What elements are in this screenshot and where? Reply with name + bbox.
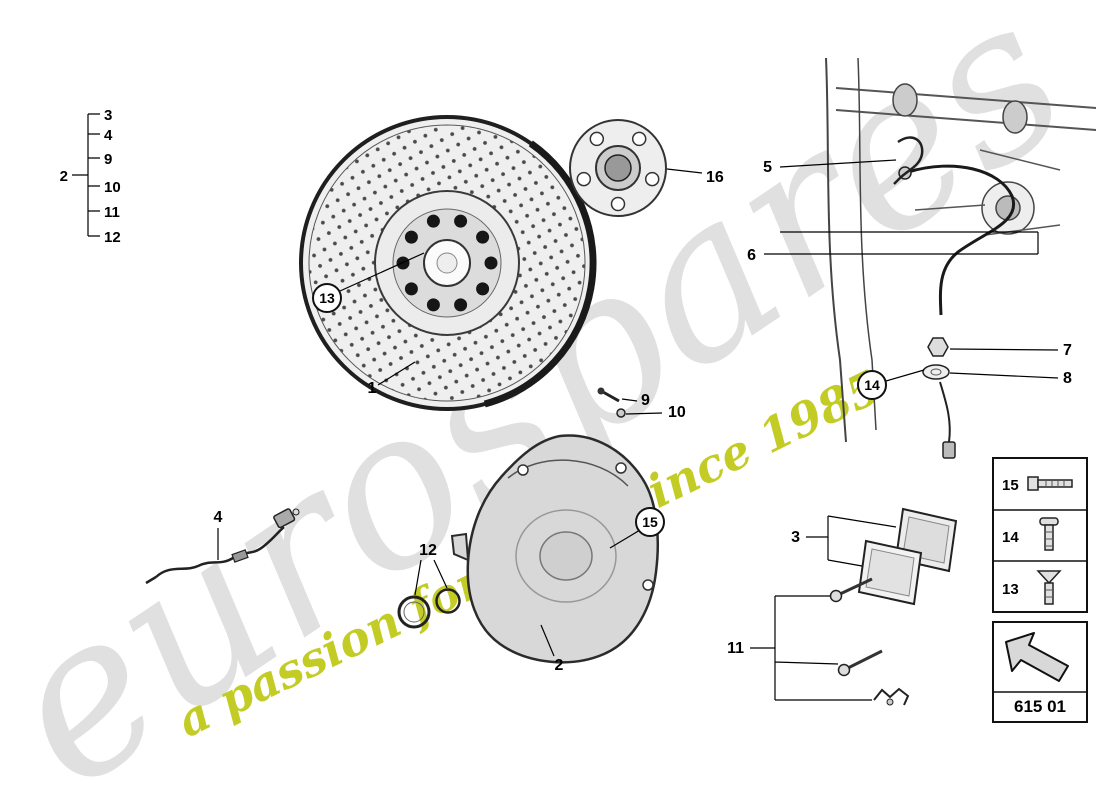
legend-row-number[interactable]: 14 (1002, 529, 1019, 546)
callout-15[interactable]: 15 (642, 514, 658, 530)
pad-screws (829, 577, 883, 677)
callout-15-circled[interactable]: 15 (635, 507, 665, 537)
leader-line-14 (885, 369, 925, 382)
callout-5[interactable]: 5 (763, 159, 772, 176)
leader-bracket-3 (806, 515, 897, 567)
brake-disc (299, 115, 597, 411)
index-item[interactable]: 12 (104, 229, 121, 246)
index-group-label[interactable]: 2 (60, 168, 68, 185)
index-item[interactable]: 3 (104, 107, 112, 124)
fastener-legend: 15 14 13 (992, 457, 1088, 613)
leader-line-1 (377, 361, 416, 386)
bleed-screw (597, 387, 626, 418)
leader-lines-12 (414, 559, 448, 596)
leader-line-13 (339, 252, 425, 292)
leader-bracket-11 (750, 595, 872, 701)
callout-3[interactable]: 3 (791, 529, 800, 546)
countersunk-screw-icon (1036, 570, 1062, 605)
callout-10[interactable]: 10 (668, 404, 686, 421)
index-panel: 2 3 4 9 10 11 12 (60, 107, 121, 246)
callout-1[interactable]: 1 (368, 380, 377, 397)
legend-row-number[interactable]: 13 (1002, 581, 1019, 598)
index-item[interactable]: 10 (104, 179, 121, 196)
leader-line-8 (949, 372, 1059, 379)
page-code: 615 01 (1014, 697, 1066, 716)
disc-bolt-holes (396, 214, 498, 312)
callout-13[interactable]: 13 (319, 290, 335, 306)
leader-bracket-6 (764, 231, 1039, 255)
splash-shield (450, 434, 660, 664)
brake-pads (857, 507, 958, 606)
leader-line-2 (540, 624, 555, 657)
index-bracket-lines (72, 113, 100, 237)
index-item[interactable]: 9 (104, 151, 112, 168)
legend-row-number[interactable]: 15 (1002, 477, 1019, 494)
callout-13-circled[interactable]: 13 (312, 283, 342, 313)
back-arrow-icon[interactable] (1005, 632, 1069, 682)
leader-line-10 (625, 412, 663, 415)
callout-6[interactable]: 6 (747, 247, 756, 264)
callout-2[interactable]: 2 (555, 657, 564, 674)
leader-line-5 (779, 159, 897, 168)
leader-line-9 (621, 398, 638, 402)
index-item[interactable]: 11 (104, 204, 120, 221)
hose-bracket (893, 136, 924, 185)
leader-line-15 (609, 529, 641, 549)
leader-line-16 (666, 168, 703, 174)
hose-fitting (922, 337, 950, 380)
callout-12[interactable]: 12 (419, 542, 437, 559)
index-item[interactable]: 4 (104, 127, 113, 144)
callout-4[interactable]: 4 (214, 509, 223, 526)
suspension-assembly (825, 57, 1097, 443)
brake-hose (898, 164, 1016, 459)
pan-head-screw-icon (1039, 517, 1059, 551)
wheel-hub (569, 119, 667, 217)
hex-bolt-icon (1027, 476, 1073, 491)
callout-14-circled[interactable]: 14 (857, 370, 887, 400)
nav-box[interactable]: 615 01 (992, 621, 1088, 723)
sensor-cable (145, 508, 300, 585)
callout-7[interactable]: 7 (1063, 342, 1072, 359)
callout-11[interactable]: 11 (727, 640, 744, 657)
callout-16[interactable]: 16 (706, 169, 724, 186)
callout-14[interactable]: 14 (864, 377, 880, 393)
callout-8[interactable]: 8 (1063, 370, 1072, 387)
callout-9[interactable]: 9 (641, 392, 650, 409)
leader-line-7 (949, 348, 1059, 351)
retaining-clip (873, 687, 910, 706)
seal-rings (397, 588, 461, 629)
